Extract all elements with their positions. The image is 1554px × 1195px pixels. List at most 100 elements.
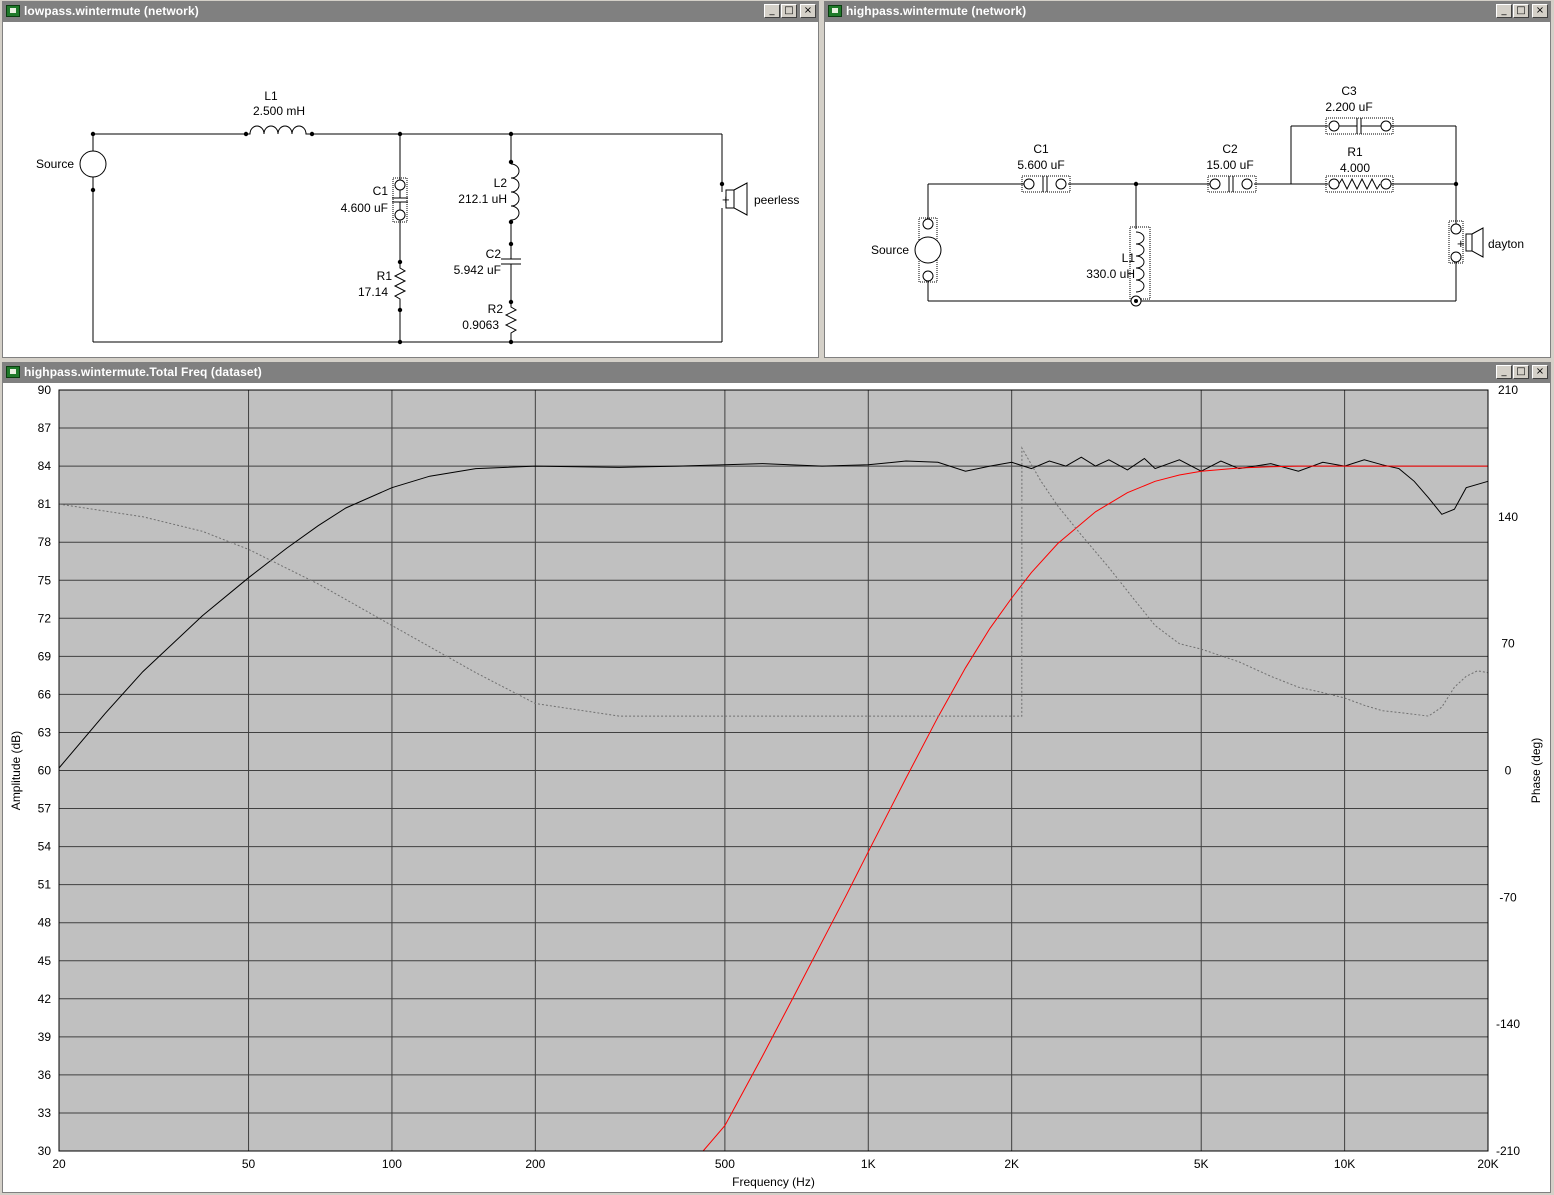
hp-C2-value: 15.00 uF xyxy=(1206,158,1253,172)
y-tick-label: 57 xyxy=(38,802,52,816)
maximize-button[interactable]: □ xyxy=(1513,4,1529,18)
hp-C1-name: C1 xyxy=(1033,142,1049,156)
y2-axis-label: Phase (deg) xyxy=(1529,738,1543,803)
y2-tick-label: 210 xyxy=(1498,383,1518,397)
hp-R1-value: 4.000 xyxy=(1340,161,1370,175)
lowpass-schematic: Source L1 2.500 mH C1 4.600 uF R1 17.14 … xyxy=(36,89,799,345)
y-tick-label: 90 xyxy=(38,383,52,397)
lowpass-network-window[interactable]: lowpass.wintermute (network) _ □ × xyxy=(2,1,819,358)
x-tick-label: 100 xyxy=(382,1157,402,1171)
y-tick-label: 84 xyxy=(38,459,52,473)
resistor-R1 xyxy=(393,264,407,304)
hp-C2-name: C2 xyxy=(1222,142,1238,156)
C2-value: 5.942 uF xyxy=(454,263,501,277)
y-tick-label: 33 xyxy=(38,1106,52,1120)
frequency-response-chart[interactable]: 9087848178757269666360575451484542393633… xyxy=(4,383,1551,1191)
series-line-1 xyxy=(702,465,1488,1152)
x-tick-label: 20K xyxy=(1477,1157,1498,1171)
L2-name: L2 xyxy=(494,176,508,190)
highpass-resistor-R1 xyxy=(1338,177,1381,191)
y-tick-label: 39 xyxy=(38,1030,52,1044)
y2-tick-label: -210 xyxy=(1496,1144,1520,1158)
dataset-window-icon xyxy=(6,366,20,378)
y-tick-label: 69 xyxy=(38,649,52,663)
hp-L1-value: 330.0 uH xyxy=(1086,267,1135,281)
L2-value: 212.1 uH xyxy=(458,192,507,206)
highpass-window-titlebar[interactable]: highpass.wintermute (network) _ □ × xyxy=(825,2,1550,22)
hp-C3-value: 2.200 uF xyxy=(1325,100,1372,114)
x-tick-label: 200 xyxy=(525,1157,545,1171)
lowpass-source-label: Source xyxy=(36,157,74,171)
y-axis-label: Amplitude (dB) xyxy=(9,731,23,810)
freq-window-title: highpass.wintermute.Total Freq (dataset) xyxy=(24,365,262,379)
x-tick-label: 10K xyxy=(1334,1157,1355,1171)
C1-value: 4.600 uF xyxy=(341,201,388,215)
axis-ticks: 9087848178757269666360575451484542393633… xyxy=(38,383,1521,1171)
close-button[interactable]: × xyxy=(800,4,816,18)
close-button[interactable]: × xyxy=(1532,365,1548,379)
maximize-button[interactable]: □ xyxy=(781,4,797,18)
highpass-inductor-L1 xyxy=(1135,231,1145,293)
x-tick-label: 5K xyxy=(1194,1157,1209,1171)
close-button[interactable]: × xyxy=(1532,4,1548,18)
y-tick-label: 63 xyxy=(38,725,52,739)
C2-name: C2 xyxy=(486,247,502,261)
highpass-schematic-area[interactable]: Source C1 5.600 uF C2 15.00 uF C3 2.200 … xyxy=(826,22,1549,356)
x-tick-label: 20 xyxy=(52,1157,66,1171)
lowpass-window-title: lowpass.wintermute (network) xyxy=(24,4,199,18)
y-tick-label: 30 xyxy=(38,1144,52,1158)
plot-grid xyxy=(58,389,1489,1152)
highpass-network-window[interactable]: highpass.wintermute (network) _ □ × xyxy=(824,1,1551,358)
highpass-driver-label: dayton xyxy=(1488,237,1524,251)
plot-frame xyxy=(58,389,1489,1152)
highpass-source-symbol xyxy=(914,236,942,264)
speaker-peerless-icon xyxy=(733,182,748,216)
y-tick-label: 54 xyxy=(38,840,52,854)
lowpass-schematic-area[interactable]: Source L1 2.500 mH C1 4.600 uF R1 17.14 … xyxy=(4,22,817,356)
series-line-0 xyxy=(58,456,1489,769)
y-tick-label: 36 xyxy=(38,1068,52,1082)
y2-tick-label: -70 xyxy=(1499,890,1517,904)
y-tick-label: 42 xyxy=(38,992,52,1006)
C1-name: C1 xyxy=(373,184,389,198)
minimize-button[interactable]: _ xyxy=(1496,365,1512,379)
y-tick-label: 48 xyxy=(38,916,52,930)
plot-series xyxy=(58,446,1489,1152)
y-tick-label: 66 xyxy=(38,687,52,701)
R1-value: 17.14 xyxy=(358,285,388,299)
lowpass-window-titlebar[interactable]: lowpass.wintermute (network) _ □ × xyxy=(3,2,818,22)
freq-window-titlebar[interactable]: highpass.wintermute.Total Freq (dataset)… xyxy=(3,363,1550,383)
highpass-window-title: highpass.wintermute (network) xyxy=(846,4,1027,18)
highpass-schematic: Source C1 5.600 uF C2 15.00 uF C3 2.200 … xyxy=(871,84,1524,307)
series-line-2 xyxy=(58,446,1489,717)
y-tick-label: 45 xyxy=(38,954,52,968)
x-tick-label: 50 xyxy=(242,1157,256,1171)
total-freq-dataset-window[interactable]: highpass.wintermute.Total Freq (dataset)… xyxy=(2,362,1551,1193)
R2-name: R2 xyxy=(488,302,504,316)
x-tick-label: 2K xyxy=(1004,1157,1019,1171)
y-tick-label: 60 xyxy=(38,764,52,778)
x-tick-label: 500 xyxy=(715,1157,735,1171)
L1-name: L1 xyxy=(264,89,278,103)
y-tick-label: 75 xyxy=(38,573,52,587)
inductor-L1 xyxy=(246,125,312,135)
hp-C1-value: 5.600 uF xyxy=(1017,158,1064,172)
hp-L1-name: L1 xyxy=(1122,251,1136,265)
y-tick-label: 51 xyxy=(38,878,52,892)
hp-R1-name: R1 xyxy=(1347,145,1363,159)
maximize-button[interactable]: □ xyxy=(1513,365,1529,379)
L1-value: 2.500 mH xyxy=(253,104,305,118)
y2-tick-label: -140 xyxy=(1496,1017,1520,1031)
minimize-button[interactable]: _ xyxy=(764,4,780,18)
lowpass-driver-label: peerless xyxy=(754,193,799,207)
inductor-L2 xyxy=(510,163,520,222)
x-axis-label: Frequency (Hz) xyxy=(732,1175,815,1189)
R2-value: 0.9063 xyxy=(462,318,499,332)
resistor-R2 xyxy=(504,304,518,338)
R1-name: R1 xyxy=(377,269,393,283)
minimize-button[interactable]: _ xyxy=(1496,4,1512,18)
network-window-icon xyxy=(828,5,842,17)
y2-tick-label: 140 xyxy=(1498,510,1518,524)
y-tick-label: 81 xyxy=(38,497,52,511)
